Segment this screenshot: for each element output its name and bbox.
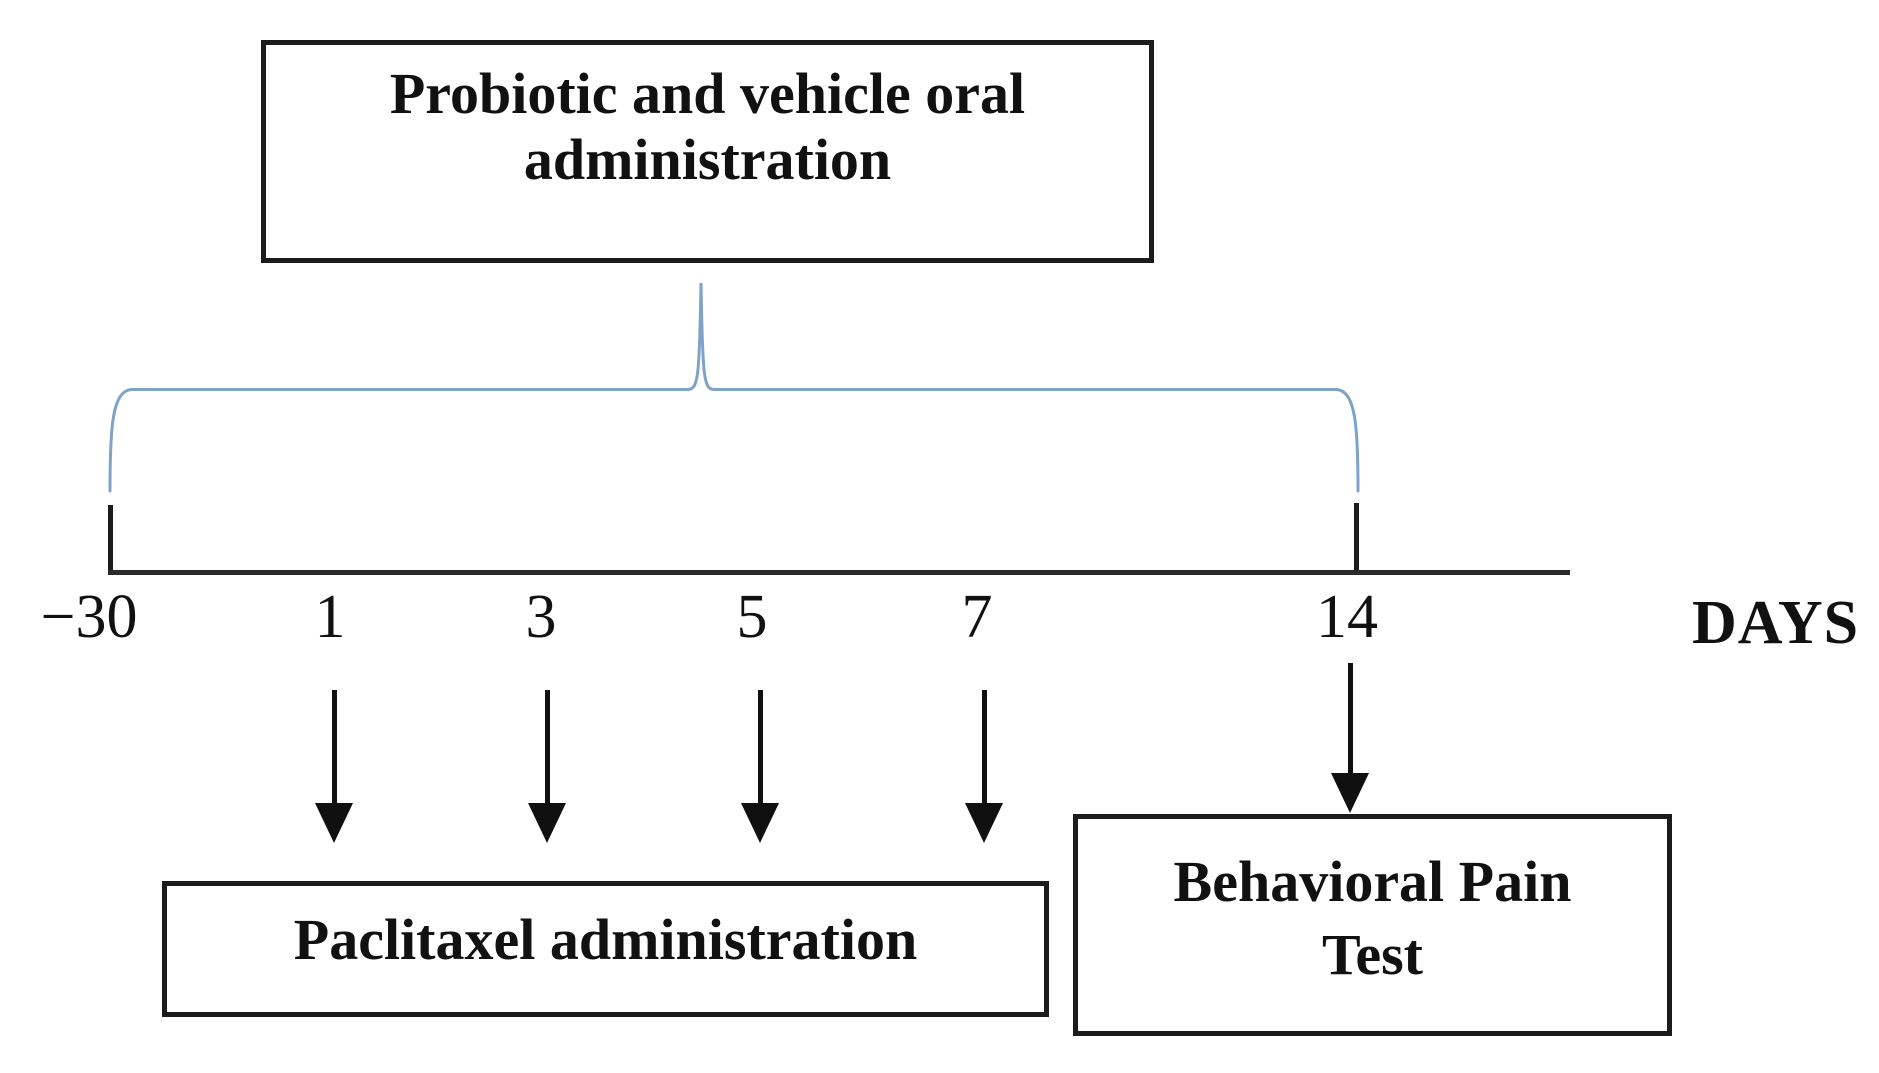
day-label-14: 14 xyxy=(1316,583,1378,651)
arrow-head-down-icon xyxy=(741,803,779,843)
arrow-shaft xyxy=(331,690,337,803)
probiotic-box-label-line1: Probiotic and vehicle oral xyxy=(389,61,1026,126)
behavioral-box-label-line1: Behavioral Pain xyxy=(1173,849,1572,914)
day-label-minus30: −30 xyxy=(40,583,138,651)
day-label-1: 1 xyxy=(314,583,346,651)
arrow-shaft xyxy=(981,690,987,803)
arrow-head-down-icon xyxy=(1331,773,1369,813)
arrow-shaft xyxy=(757,690,763,803)
paclitaxel-administration-box: Paclitaxel administration xyxy=(162,881,1049,1017)
paclitaxel-box-label: Paclitaxel administration xyxy=(293,907,918,972)
arrow-head-down-icon xyxy=(965,803,1003,843)
day-label-5: 5 xyxy=(736,583,768,651)
timeline-axis xyxy=(108,570,1570,575)
timeline-tick-day-minus30 xyxy=(108,505,113,571)
injection-arrow-day5 xyxy=(741,690,779,843)
injection-arrow-day3 xyxy=(528,690,566,843)
injection-arrow-day1 xyxy=(315,690,353,843)
probiotic-administration-box: Probiotic and vehicle oral administratio… xyxy=(261,40,1154,263)
injection-arrow-day7 xyxy=(965,690,1003,843)
day-label-7: 7 xyxy=(961,583,993,651)
arrow-shaft xyxy=(544,690,550,803)
behavioral-pain-test-box: Behavioral Pain Test xyxy=(1073,814,1672,1036)
brace-path xyxy=(108,282,1360,493)
day-label-3: 3 xyxy=(525,583,557,651)
arrow-shaft xyxy=(1347,663,1353,773)
behavioral-test-arrow-day14 xyxy=(1331,663,1369,813)
arrow-head-down-icon xyxy=(315,803,353,843)
axis-title-days: DAYS xyxy=(1692,589,1860,657)
arrow-head-down-icon xyxy=(528,803,566,843)
timeline-tick-day14 xyxy=(1354,503,1359,571)
probiotic-box-label-line2: administration xyxy=(523,126,892,192)
behavioral-box-label-line2: Test xyxy=(1322,922,1423,988)
